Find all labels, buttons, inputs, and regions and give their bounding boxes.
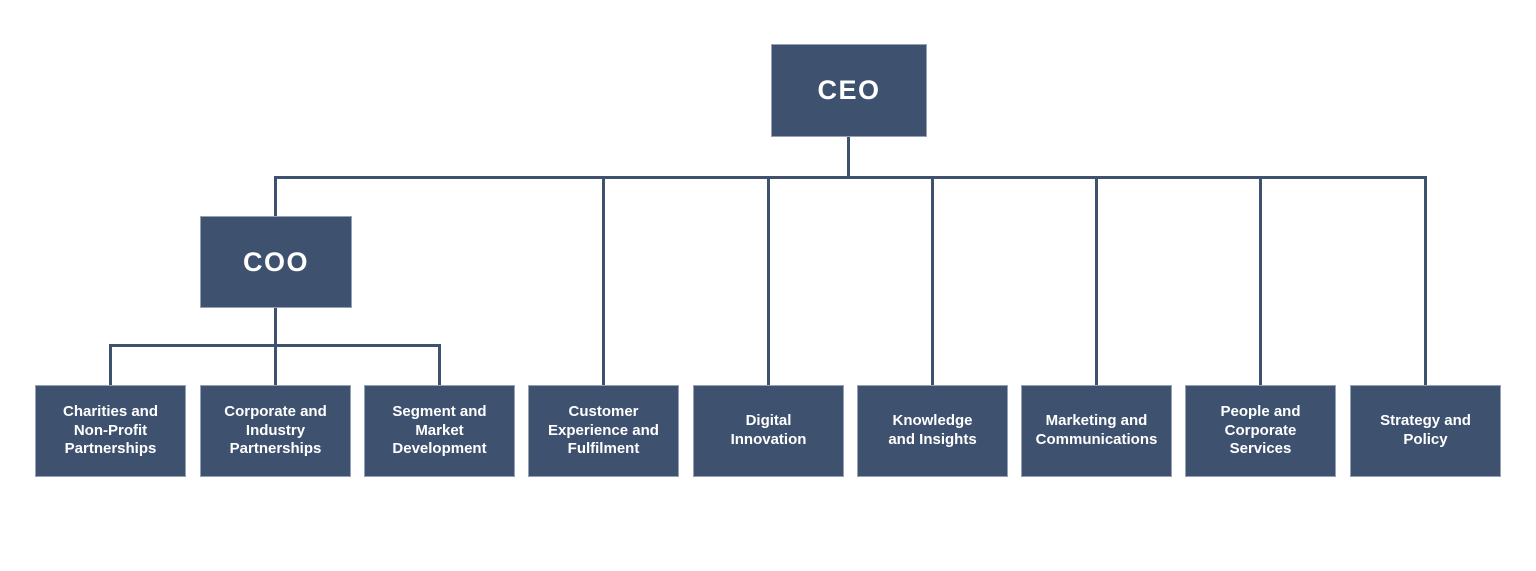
org-node-people-and-corporate-services[interactable]: People and Corporate Services [1185,385,1336,477]
connector-charities-drop [109,344,112,385]
connector-people-corporate-drop [1259,176,1262,385]
org-node-label: Digital Innovation [730,412,807,448]
connector-customer-experience-drop [602,176,605,385]
connector-knowledge-insights-drop [931,176,934,385]
org-node-label: Knowledge and Insights [888,412,977,448]
org-node-label: Customer Experience and Fulfilment [548,402,659,458]
org-node-knowledge-and-insights[interactable]: Knowledge and Insights [857,385,1008,477]
org-node-ceo[interactable]: CEO [771,44,927,137]
org-node-label: Charities and Non-Profit Partnerships [62,402,159,458]
connector-coo-drop [274,176,277,216]
org-node-strategy-and-policy[interactable]: Strategy and Policy [1350,385,1501,477]
org-node-label: Corporate and Industry Partnerships [224,402,327,458]
connector-marketing-communications-drop [1095,176,1098,385]
org-node-digital-innovation[interactable]: Digital Innovation [693,385,844,477]
org-node-label: Segment and Market Development [392,402,487,458]
org-node-coo[interactable]: COO [200,216,352,308]
connector-coo-rail [109,344,441,347]
connector-ceo-stem [847,137,850,176]
org-node-label: People and Corporate Services [1220,402,1301,458]
org-node-segment-and-market-development[interactable]: Segment and Market Development [364,385,515,477]
org-node-corporate-and-industry-partnerships[interactable]: Corporate and Industry Partnerships [200,385,351,477]
connector-strategy-policy-drop [1424,176,1427,385]
org-node-label: Marketing and Communications [1035,412,1158,448]
org-node-ceo-label: CEO [817,75,881,105]
org-node-customer-experience-and-fulfilment[interactable]: Customer Experience and Fulfilment [528,385,679,477]
connector-digital-innovation-drop [767,176,770,385]
org-node-marketing-and-communications[interactable]: Marketing and Communications [1021,385,1172,477]
org-node-coo-label: COO [242,246,309,277]
org-node-label: Strategy and Policy [1380,412,1471,448]
connector-segment-drop [438,344,441,385]
connector-ceo-rail [274,176,1427,179]
org-node-charities-and-non-profit-partnerships[interactable]: Charities and Non-Profit Partnerships [35,385,186,477]
